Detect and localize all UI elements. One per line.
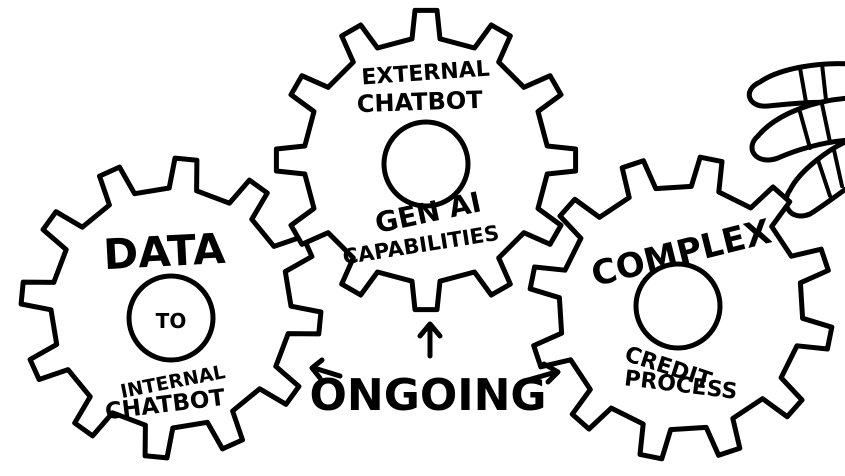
gear-data-title: DATA bbox=[102, 224, 227, 279]
arrow-up-icon bbox=[417, 321, 443, 359]
gear-complex: COMPLEX CREDIT PROCESS bbox=[527, 154, 835, 462]
arrow-left-icon bbox=[309, 357, 343, 381]
gear-complex-hub bbox=[633, 261, 723, 351]
finger-band bbox=[820, 62, 828, 102]
ongoing-label: ONGOING bbox=[309, 370, 546, 421]
gear-data-hub-label: TO bbox=[156, 309, 187, 333]
finger-middle bbox=[749, 95, 845, 163]
gear-external-hub bbox=[381, 119, 471, 209]
finger-band bbox=[798, 66, 808, 104]
gear-external: EXTERNAL CHATBOT GEN AI CAPABILITIES bbox=[273, 7, 579, 313]
gear-data-hub bbox=[126, 273, 216, 363]
finger-band bbox=[798, 110, 812, 150]
finger-band bbox=[820, 102, 832, 144]
hand-illustration bbox=[746, 61, 845, 219]
arrow-right-icon bbox=[525, 361, 561, 385]
gear-external-line-2: CHATBOT bbox=[356, 86, 483, 118]
finger-band bbox=[816, 158, 832, 198]
ongoing-group: ONGOING bbox=[309, 321, 561, 421]
finger-band bbox=[832, 148, 844, 188]
gear-data: DATA TO INTERNAL CHATBOT bbox=[18, 155, 324, 461]
